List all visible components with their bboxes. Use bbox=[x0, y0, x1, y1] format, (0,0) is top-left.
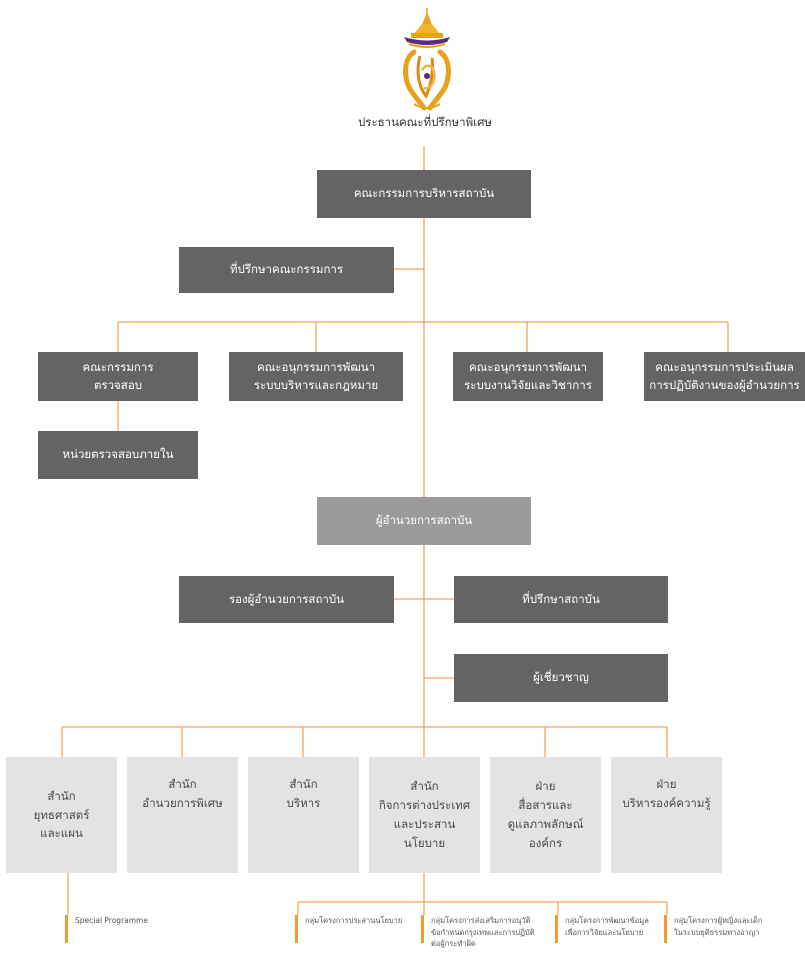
advisory-chair-caption: ประธานคณะที่ปรึกษาพิเศษ bbox=[358, 115, 492, 129]
internal-audit-box: หน่วยตรวจสอบภายใน bbox=[38, 431, 198, 479]
experts-box: ผู้เชี่ยวชาญ bbox=[454, 654, 668, 702]
institute-advisors-box: ที่ปรึกษาสถาบัน bbox=[454, 576, 668, 623]
office-special-affairs-box: สำนัก อำนวยการพิเศษ bbox=[127, 757, 238, 873]
royal-monogram-emblem bbox=[403, 8, 451, 111]
connector-lines bbox=[61, 146, 729, 915]
research-data-group-leaf: กลุ่มโครงการพัฒนาข้อมูล เพื่อการวิจัยและ… bbox=[555, 915, 665, 943]
office-administration-box: สำนัก บริหาร bbox=[248, 757, 359, 873]
policy-coordination-group-leaf: กลุ่มโครงการประสานนโยบาย bbox=[295, 915, 427, 943]
director-evaluation-subcommittee-box: คณะอนุกรรมการประเมินผล การปฏิบัติงานของผ… bbox=[644, 352, 805, 401]
deputy-director-box: รองผู้อำนวยการสถาบัน bbox=[179, 576, 394, 623]
institute-director-box: ผู้อำนวยการสถาบัน bbox=[317, 497, 531, 545]
division-communications-box: ฝ่าย สื่อสารและ ดูแลภาพลักษณ์ องค์กร bbox=[490, 757, 601, 873]
office-strategy-plan-box: สำนัก ยุทธศาสตร์ และแผน bbox=[6, 757, 117, 873]
audit-committee-box: คณะกรรมการ ตรวจสอบ bbox=[38, 352, 198, 401]
women-children-justice-group-leaf: กลุ่มโครงการผู้หญิงและเด็ก ในระบบยุติธรร… bbox=[664, 915, 794, 943]
board-advisors-box: ที่ปรึกษาคณะกรรมการ bbox=[179, 247, 394, 293]
research-subcommittee-box: คณะอนุกรรมการพัฒนา ระบบงานวิจัยและวิชากา… bbox=[453, 352, 603, 401]
office-foreign-affairs-box: สำนัก กิจการต่างประเทศ และประสาน นโยบาย bbox=[369, 757, 480, 873]
division-knowledge-box: ฝ่าย บริหารองค์ความรู้ bbox=[611, 757, 722, 873]
bangkok-rules-group-leaf: กลุ่มโครงการส่งเสริมการอนุวัติ ข้อกำหนดก… bbox=[421, 915, 559, 948]
admin-law-subcommittee-box: คณะอนุกรรมการพัฒนา ระบบบริหารและกฎหมาย bbox=[229, 352, 403, 401]
special-programme-leaf: Special Programme bbox=[65, 915, 235, 943]
executive-board-box: คณะกรรมการบริหารสถาบัน bbox=[317, 170, 531, 218]
